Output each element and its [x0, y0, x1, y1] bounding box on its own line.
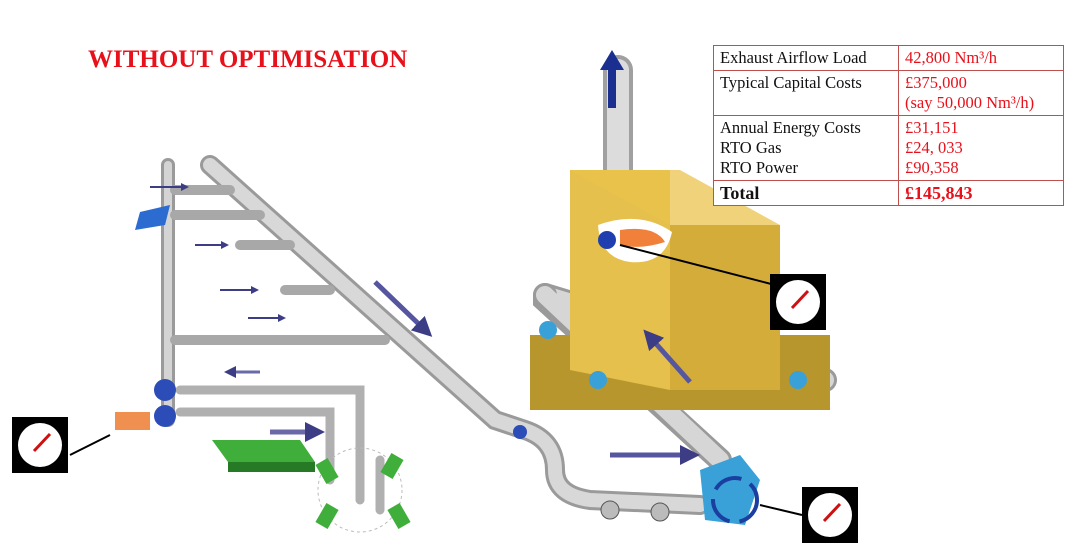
fans [115, 321, 807, 525]
capital-costs-note: (say 50,000 Nm³/h) [905, 93, 1035, 112]
total-label: Total [713, 180, 899, 206]
rto-power-value: £90,358 [905, 158, 959, 177]
page-title: WITHOUT OPTIMISATION [88, 46, 408, 73]
gauge-icon [12, 417, 111, 473]
cost-table: Exhaust Airflow Load 42,800 Nm³/h Typica… [713, 45, 1064, 206]
gauge-icon [759, 487, 858, 543]
heat-exchanger [135, 205, 411, 533]
energy-costs-label: Annual Energy Costs [720, 118, 861, 137]
energy-costs-value: £31,151 [905, 118, 959, 137]
table-row: Exhaust Airflow Load 42,800 Nm³/h [713, 45, 1064, 71]
gauge-icon [619, 244, 826, 330]
table-row: Typical Capital Costs £375,000 (say 50,0… [713, 70, 1064, 116]
airflow-value: 42,800 Nm³/h [898, 45, 1064, 71]
table-row: Annual Energy Costs RTO Gas RTO Power £3… [713, 115, 1064, 181]
capital-costs-value: £375,000 [905, 73, 967, 92]
airflow-label: Exhaust Airflow Load [713, 45, 899, 71]
capital-costs-label: Typical Capital Costs [713, 70, 899, 116]
rto-gas-label: RTO Gas [720, 138, 782, 157]
rto-gas-value: £24, 033 [905, 138, 963, 157]
flow-arrows [150, 183, 700, 465]
total-value: £145,843 [898, 180, 1064, 206]
rto-power-label: RTO Power [720, 158, 798, 177]
exhaust-arrow [600, 50, 624, 108]
table-row-total: Total £145,843 [713, 180, 1064, 206]
